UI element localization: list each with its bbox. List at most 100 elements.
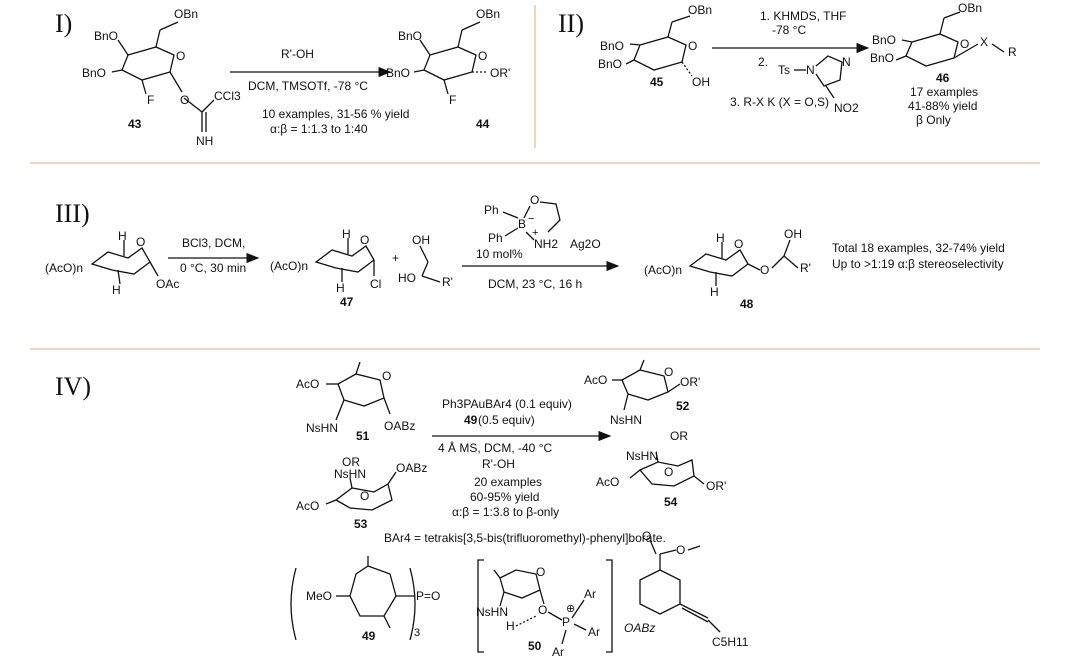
atom-obn-45: OBn: [688, 3, 712, 17]
atom-ag2o: Ag2O: [570, 237, 601, 251]
atom-meo-49: MeO: [306, 589, 332, 603]
atom-oabz-53: OABz: [396, 461, 427, 475]
atom-peq-49: P=O: [416, 589, 440, 603]
atom-no2: NO2: [834, 101, 859, 115]
atom-b: B: [518, 217, 526, 231]
atom-p-charge: ⊕: [566, 603, 575, 615]
atom-nshn-52: NsHN: [610, 413, 642, 427]
scheme2-result-3: β Only: [916, 113, 951, 127]
atom-cl-47: Cl: [370, 277, 381, 291]
scheme-3: III) (AcO)n H O H OAc BCl3, DCM, 0 °C, 3…: [45, 193, 1005, 311]
section-label-2: II): [558, 9, 584, 38]
atom-ar-50a: Ar: [584, 587, 596, 601]
atom-oh-48: OH: [784, 227, 802, 241]
atom-o-ring-50: O: [536, 565, 545, 579]
scheme4-cat-1: Ph3PAuBAr4 (0.1 equiv): [442, 397, 572, 411]
section-label-4: IV): [55, 372, 91, 401]
atom-aco-n-a: (AcO)n: [45, 261, 83, 275]
compound-number-45: 45: [650, 75, 664, 89]
atom-bno-43b: BnO: [82, 66, 106, 80]
atom-bno-43a: BnO: [94, 29, 118, 43]
borinic-catalyst: Ph Ph B − O NH2 + Ag2O: [484, 193, 601, 251]
atom-nshn-54: NsHN: [626, 449, 658, 463]
scheme3-cond-1: BCl3, DCM,: [182, 236, 245, 250]
section-label-1: I): [55, 9, 72, 38]
nitroimidazole-reagent: Ts N N NO2: [778, 55, 859, 115]
atom-f-44: F: [449, 93, 456, 107]
atom-oabz-label: OABz: [624, 621, 655, 635]
diol-acceptor: OH HO R': [398, 233, 453, 289]
compound-43: OBn BnO BnO O F O CCl3 NH 43: [82, 7, 241, 148]
atom-o-ring-46: O: [960, 37, 969, 51]
atom-o-ester: O: [676, 543, 685, 557]
scheme4-cat-2: 49: [464, 413, 478, 427]
scheme3-summary-1: Total 18 examples, 32-74% yield: [832, 241, 1005, 255]
atom-ar-50b: Ar: [588, 625, 600, 639]
atom-bno-44b: BnO: [386, 66, 410, 80]
paren-right: [409, 567, 416, 641]
atom-oabz-51: OABz: [384, 419, 415, 433]
atom-c5h11: C5H11: [712, 635, 749, 649]
compound-number-43: 43: [128, 117, 142, 131]
atom-b-charge: −: [528, 213, 534, 225]
atom-o-ring-53: O: [360, 489, 369, 503]
compound-number-51: 51: [356, 429, 370, 443]
atom-r-48: R': [800, 261, 811, 275]
scheme4-result-1: 20 examples: [474, 475, 542, 489]
scheme3-cond-2: 0 °C, 30 min: [180, 261, 246, 275]
atom-bno-46a: BnO: [872, 33, 896, 47]
atom-ccl3-43: CCl3: [214, 89, 241, 103]
atom-o-ring-43: O: [176, 49, 185, 63]
scheme2-step-3: 3. R-X K (X = O,S): [730, 95, 829, 109]
atom-or-54: OR': [706, 479, 726, 493]
atom-h-48b: H: [710, 285, 719, 299]
scheme2-result-1: 17 examples: [910, 85, 978, 99]
atom-obn-44: OBn: [476, 7, 500, 21]
atom-o-ring-54: O: [664, 465, 673, 479]
atom-bno-45a: BnO: [600, 39, 624, 53]
scheme4-cond-2: R'-OH: [482, 457, 515, 471]
scheme-2: II) OBn BnO BnO O OH 45 1. KHMDS, THF -7…: [558, 1, 1017, 127]
atom-oac: OAc: [156, 277, 179, 291]
subscript-3-49: 3: [414, 627, 420, 639]
scheme2-step-1: 1. KHMDS, THF: [760, 9, 846, 23]
atom-o-ring-51: O: [382, 369, 391, 383]
atom-oh-45: OH: [692, 75, 710, 89]
atom-h-47b: H: [336, 281, 345, 295]
atom-h-48a: H: [716, 231, 725, 245]
atom-r-46: R: [1008, 45, 1017, 59]
compound-53: NsHN OABz O AcO 53: [296, 461, 427, 531]
compound-number-53: 53: [354, 517, 368, 531]
atom-p-50: P: [562, 615, 570, 629]
atom-obn-46: OBn: [958, 1, 982, 15]
compound-number-48: 48: [740, 297, 754, 311]
atom-o-47: O: [360, 233, 369, 247]
scheme4-cat-2-tail: (0.5 equiv): [478, 413, 535, 427]
bracket-left: [477, 559, 484, 653]
scheme1-reagent-bottom: DCM, TMSOTf, -78 °C: [248, 79, 368, 93]
atom-o-48: O: [760, 263, 769, 277]
atom-r-diol: R': [442, 275, 453, 289]
oabz-group: O O C5H11 OABz: [624, 529, 749, 649]
compound-52: AcO O OR' NsHN 52: [584, 359, 700, 427]
scheme1-note-1: 10 examples, 31-56 % yield: [262, 107, 409, 121]
atom-bno-44a: BnO: [398, 29, 422, 43]
scheme4-cond-1: 4 Å MS, DCM, -40 °C: [438, 440, 552, 455]
atom-h-a2: H: [112, 283, 121, 297]
compound-number-44: 44: [476, 117, 490, 131]
atom-nshn-53: NsHN: [334, 467, 366, 481]
atom-aco-n-47: (AcO)n: [270, 259, 308, 273]
compound-number-46: 46: [936, 71, 950, 85]
atom-aco-51: AcO: [296, 377, 319, 391]
atom-or-44: OR': [490, 66, 510, 80]
scheme2-result-2: 41-88% yield: [908, 99, 977, 113]
atom-ar-50c: Ar: [552, 645, 564, 659]
atom-f-43: F: [147, 93, 154, 107]
bracket-right: [606, 559, 613, 653]
glycosyl-acetate: (AcO)n H O H OAc: [45, 229, 179, 297]
compound-51: AcO O NsHN OABz 51: [296, 361, 415, 443]
scheme4-result-2: 60-95% yield: [470, 490, 539, 504]
atom-nh2: NH2: [534, 237, 558, 251]
atom-ts: Ts: [778, 63, 790, 77]
